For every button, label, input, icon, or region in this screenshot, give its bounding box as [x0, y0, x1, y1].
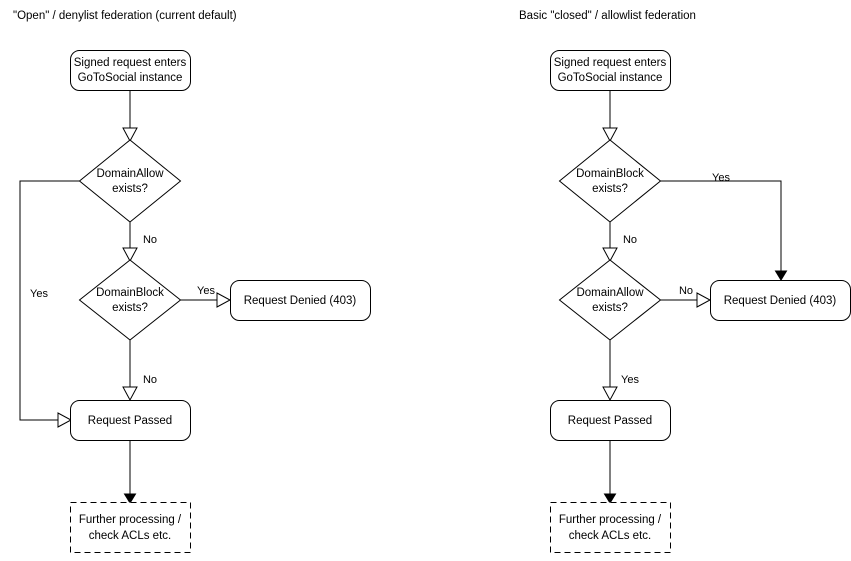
edge-label-domainblock-yes-right: Yes [712, 172, 730, 184]
node-decision-domainallow-right-line1: DomainAllow [576, 287, 644, 299]
node-decision-domainallow-left-shape[interactable] [78, 139, 182, 223]
node-further-processing-left-shape[interactable] [70, 502, 191, 553]
node-further-processing-left-line1: Further processing / [79, 514, 182, 526]
node-request-passed-right-label: Request Passed [568, 415, 652, 427]
node-decision-domainallow-right-line2: exists? [592, 302, 628, 314]
edge-domainblock-yes-to-denied-right: Yes [660, 172, 788, 281]
edge-passed-to-further-left [123, 440, 137, 504]
node-start-right-line2: GoToSocial instance [558, 72, 663, 84]
node-decision-domainallow-right[interactable]: DomainAllow exists? [558, 259, 662, 341]
node-decision-domainblock-right-line1: DomainBlock [576, 168, 644, 180]
node-further-processing-left-line2: check ACLs etc. [89, 530, 171, 542]
node-decision-domainblock-left[interactable]: DomainBlock exists? [78, 259, 182, 341]
node-request-denied-left-shape[interactable] [230, 280, 371, 321]
edge-domainallow-yes-to-passed-right: Yes [602, 340, 639, 402]
edge-passed-to-further-right [603, 440, 617, 504]
node-request-denied-left[interactable]: Request Denied (403) [230, 280, 371, 321]
node-further-processing-right[interactable]: Further processing / check ACLs etc. [550, 502, 671, 553]
node-start-right[interactable]: Signed request enters GoToSocial instanc… [550, 50, 671, 91]
edge-label-domainallow-no-right: No [679, 285, 693, 297]
node-request-passed-right[interactable]: Request Passed [550, 400, 671, 441]
node-further-processing-right-line2: check ACLs etc. [569, 530, 651, 542]
node-start-right-line1: Signed request enters [554, 57, 667, 69]
edge-domainallow-no-to-denied-right: No [660, 285, 712, 308]
edge-start-to-domainallow [122, 90, 138, 143]
node-request-passed-left-label: Request Passed [88, 415, 172, 427]
edge-label-domainallow-no-left: No [143, 234, 157, 246]
column-open-denylist: "Open" / denylist federation (current de… [13, 10, 371, 553]
column-title-closed-allowlist: Basic "closed" / allowlist federation [519, 10, 696, 22]
column-title-open-denylist: "Open" / denylist federation (current de… [13, 10, 237, 22]
edge-domainallow-no-to-domainblock: No [122, 222, 157, 263]
edge-domainblock-no-to-passed-left: No [122, 340, 157, 402]
node-request-passed-left[interactable]: Request Passed [70, 400, 191, 441]
node-start-left-line2: GoToSocial instance [78, 72, 183, 84]
edge-label-domainblock-yes-left: Yes [197, 285, 215, 297]
edge-start-to-domainblock-right [602, 90, 618, 143]
node-decision-domainblock-right-shape[interactable] [558, 139, 662, 223]
edge-label-domainblock-no-right: No [623, 234, 637, 246]
node-start-left[interactable]: Signed request enters GoToSocial instanc… [70, 50, 191, 91]
edge-label-domainallow-yes-right: Yes [621, 374, 639, 386]
node-decision-domainblock-left-shape[interactable] [78, 259, 182, 341]
node-decision-domainblock-right-line2: exists? [592, 183, 628, 195]
node-further-processing-left[interactable]: Further processing / check ACLs etc. [70, 502, 191, 553]
node-decision-domainallow-left-line1: DomainAllow [96, 168, 164, 180]
edge-label-domainallow-yes-left: Yes [30, 288, 48, 300]
node-decision-domainallow-right-shape[interactable] [558, 259, 662, 341]
node-decision-domainblock-left-line1: DomainBlock [96, 287, 164, 299]
node-decision-domainblock-right[interactable]: DomainBlock exists? [558, 139, 662, 223]
edge-label-domainblock-no-left: No [143, 374, 157, 386]
edge-domainallow-yes-to-passed: Yes [19, 180, 80, 428]
node-decision-domainallow-left[interactable]: DomainAllow exists? [78, 139, 182, 223]
node-further-processing-right-shape[interactable] [550, 502, 671, 553]
edge-domainblock-yes-to-denied-left: Yes [180, 285, 232, 308]
node-request-denied-right[interactable]: Request Denied (403) [710, 280, 851, 321]
node-further-processing-right-line1: Further processing / [559, 514, 662, 526]
edge-domainblock-no-to-domainallow-right: No [602, 222, 637, 263]
column-closed-allowlist: Basic "closed" / allowlist federation Si… [519, 10, 851, 553]
node-request-denied-right-label: Request Denied (403) [724, 295, 837, 307]
node-start-left-line1: Signed request enters [74, 57, 187, 69]
node-decision-domainblock-left-line2: exists? [112, 302, 148, 314]
node-request-denied-left-label: Request Denied (403) [244, 295, 357, 307]
node-decision-domainallow-left-line2: exists? [112, 183, 148, 195]
